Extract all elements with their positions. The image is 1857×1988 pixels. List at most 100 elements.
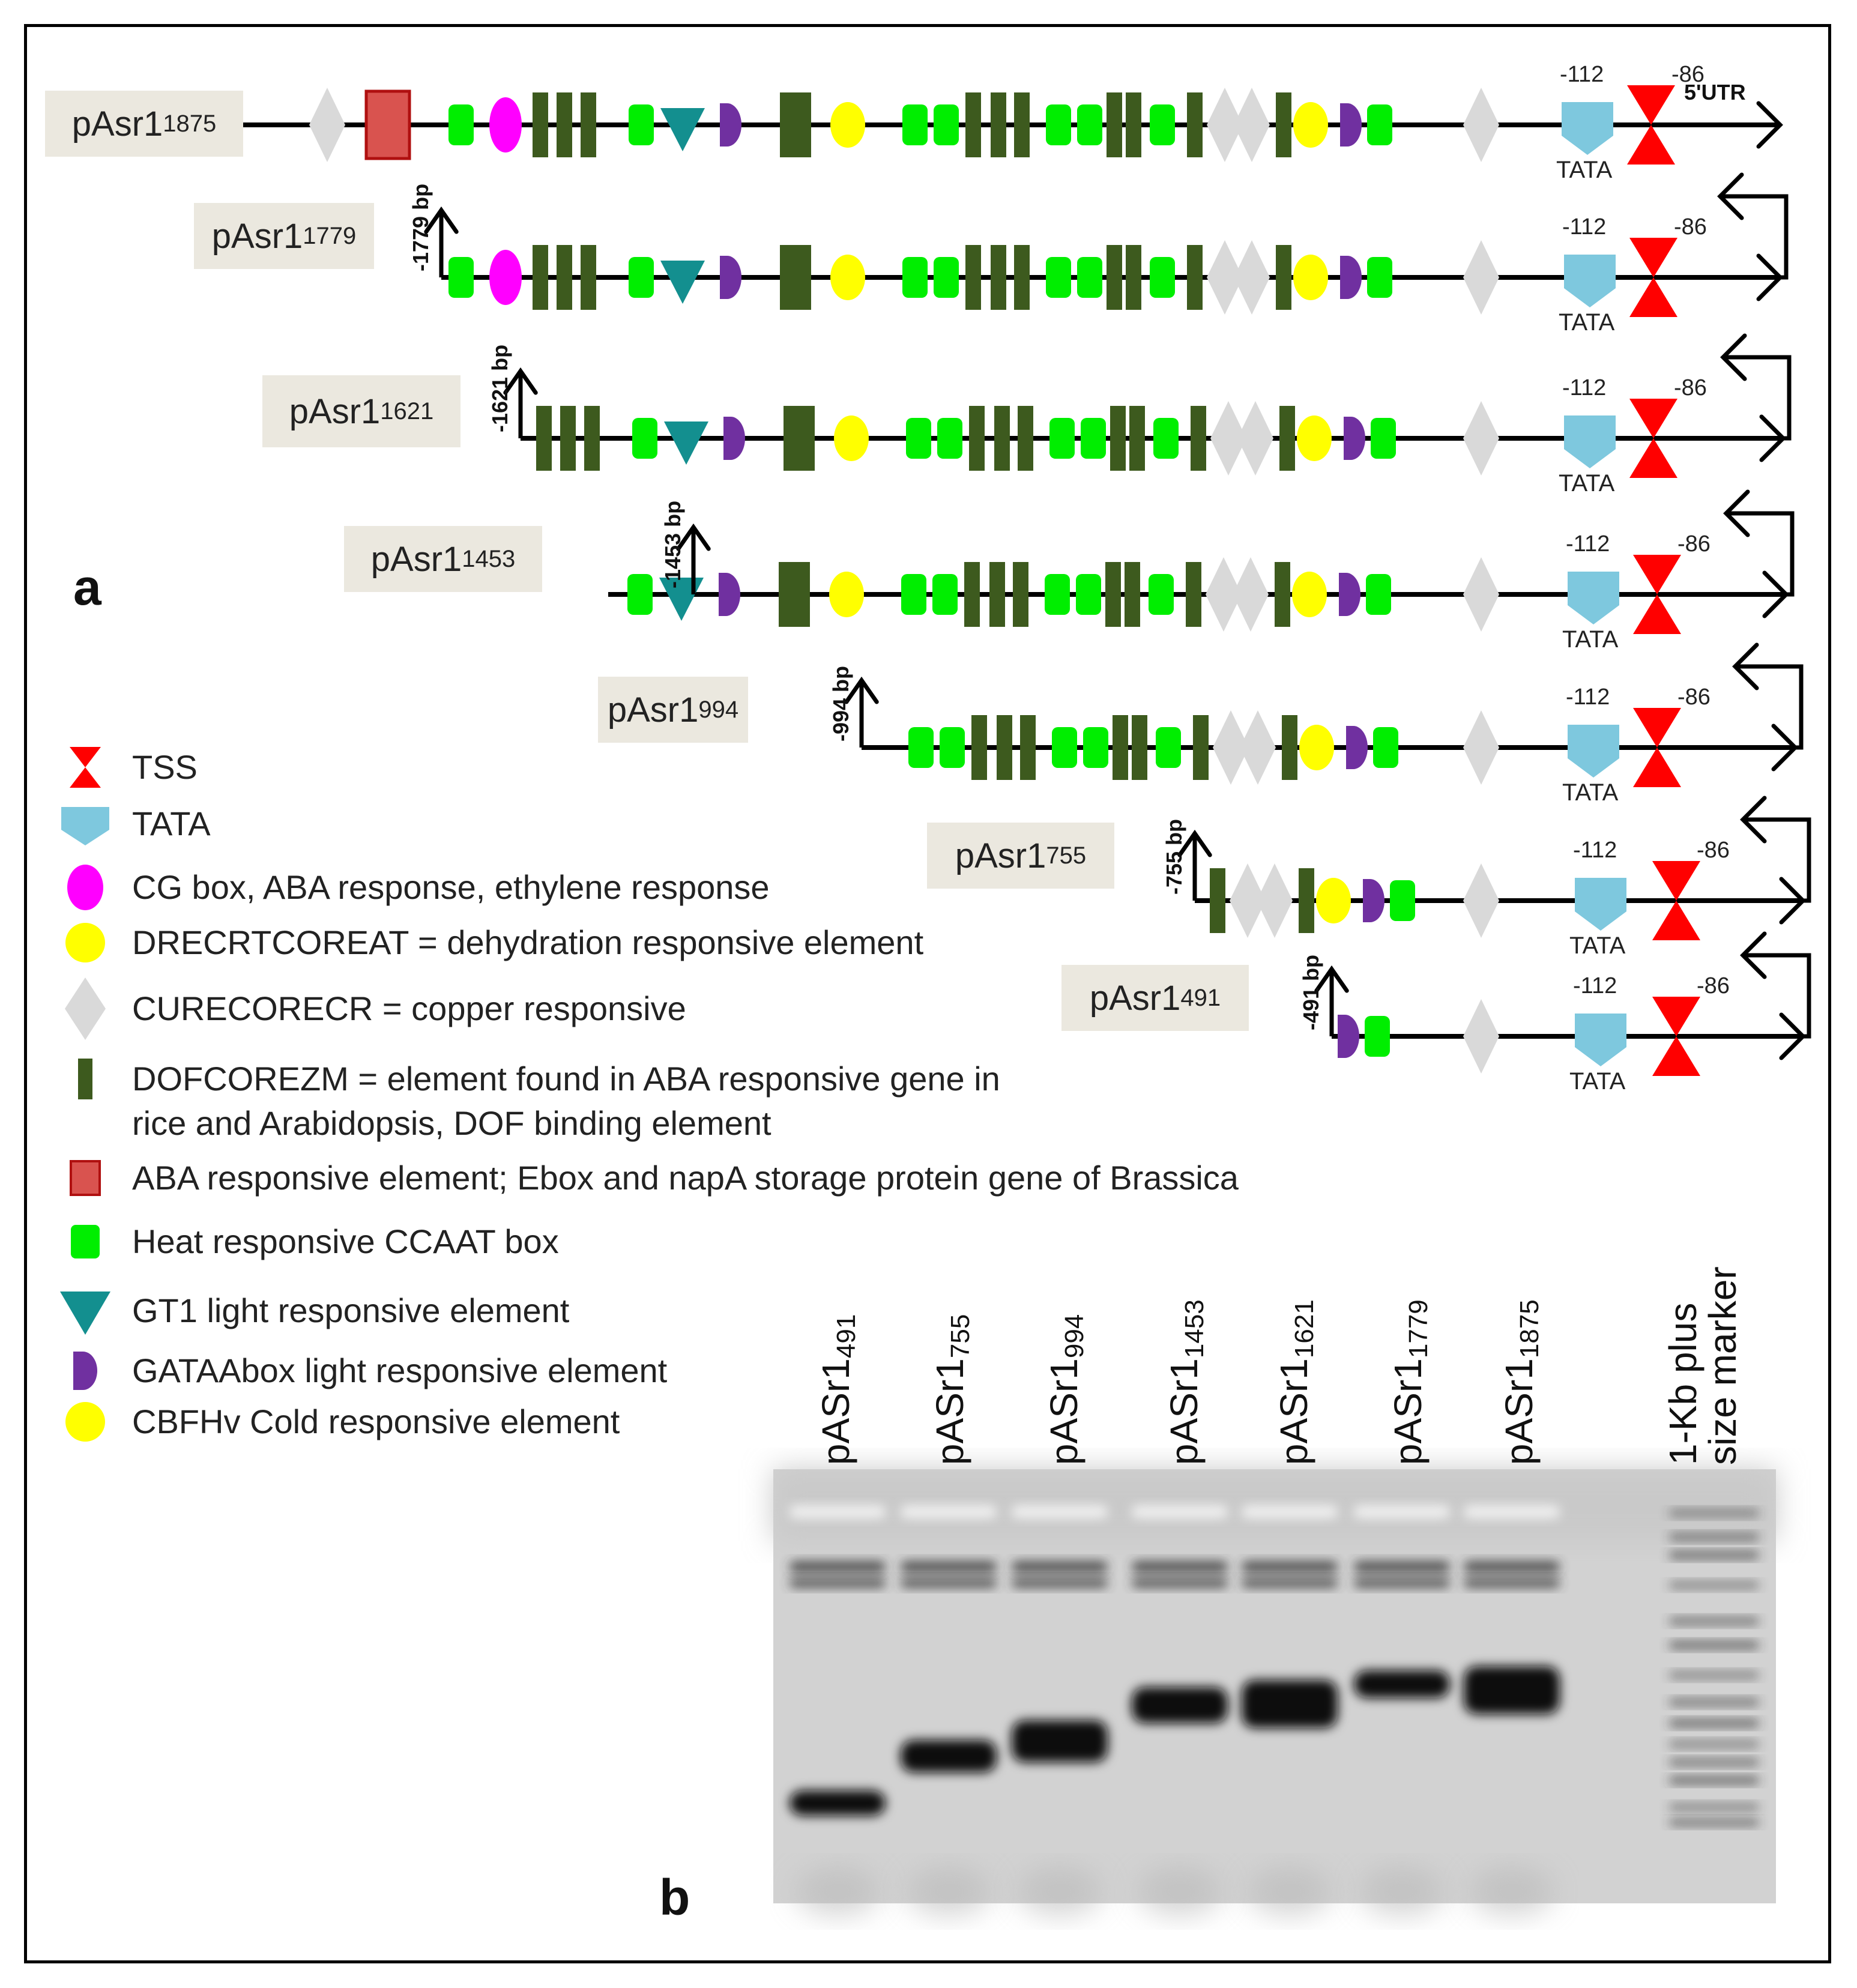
curecorecr-icon [1257,863,1293,938]
marker-label-line2: size marker [1701,1266,1744,1465]
product-band [790,1790,886,1816]
ccaat-box-icon [1076,574,1101,615]
ccaat-box-icon [934,104,959,145]
gataabox-icon [720,256,741,299]
gel-smear [907,1867,991,1915]
tata-icon [1562,102,1613,155]
dofcorezm-icon [991,92,1006,157]
tata-icon [1568,725,1619,778]
curecorecr-icon [1237,401,1273,476]
tata-label: TATA [1562,626,1619,653]
ccaat-box-icon [1156,727,1181,768]
marker-band [1669,1741,1759,1748]
tss-icon [1652,997,1700,1076]
ccaat-box-icon [940,727,965,768]
cut-size-label: -1621 bp [488,345,512,432]
dofcorezm-icon [799,406,815,471]
ccaat-box-icon [1077,104,1102,145]
gel-lane-label: pASr1755 [928,1314,975,1465]
dofcorezm-icon [1014,245,1030,310]
tata-label: TATA [1569,1068,1626,1095]
dofcorezm-icon [1113,715,1128,780]
tata-label: TATA [1562,779,1619,806]
ccaat-box-icon [937,418,962,459]
tata-position-label: -112 [1562,375,1606,400]
construct-size: 1621 [380,397,434,424]
product-band [1132,1687,1228,1723]
tata-icon [1575,1014,1626,1066]
curecorecr-icon [1240,710,1276,785]
dofcorezm-icon [1013,562,1028,627]
ccaat-box-icon [1367,257,1392,298]
ccaat-box-icon [906,418,931,459]
cbfhv-icon [65,1402,105,1442]
well [1132,1505,1228,1518]
construct-name: pAsr1 [1089,978,1181,1018]
curecorecr-icon [1234,240,1270,315]
construct-name: pAsr1 [211,216,303,256]
dofcorezm-icon [584,406,600,471]
product-band [1012,1720,1108,1762]
ccaat-box-icon [71,1225,100,1258]
legend-text: ABA responsive element; Ebox and napA st… [132,1156,1239,1200]
lane-size: 491 [832,1314,861,1359]
lane-name: pASr1 [1042,1358,1086,1465]
dofcorezm-icon [1186,562,1201,627]
drecrt-icon [1292,572,1327,617]
dofcorezm-icon [533,92,548,157]
tss-icon [1633,555,1681,634]
legend-label: CBFHv Cold responsive element [132,1403,620,1440]
construct-name: pAsr1 [370,539,462,579]
tata-position-label: -112 [1573,838,1617,863]
construct-size: 1875 [163,110,217,137]
tss-icon [1633,708,1681,787]
gataabox-icon [73,1352,97,1390]
lane-name: pASr1 [1386,1358,1430,1465]
drecrt-icon [1297,415,1332,461]
gt1-icon [60,1292,110,1335]
dofcorezm-icon [796,92,811,157]
construct-name: pAsr1 [289,391,381,431]
ccaat-box-icon [627,574,653,615]
drecrt-icon [830,102,865,148]
well [1242,1505,1338,1518]
construct-name: pAsr1 [607,690,699,730]
lane-size: 1453 [1180,1299,1209,1359]
legend [60,747,110,1442]
cut-site-arrowhead [503,367,538,395]
dofcorezm-icon [557,92,572,157]
legend-label: CURECORECR = copper responsive [132,989,686,1027]
dofcorezm-icon [1014,92,1030,157]
marker-band [1669,1533,1759,1541]
tss-position-label: -86 [1674,214,1707,240]
ccaat-box-icon [632,418,657,459]
marker-band [1669,1759,1759,1766]
ccaat-box-icon [1150,104,1175,145]
dofcorezm-icon [1191,406,1206,471]
gel-lane-label: pASr11453 [1162,1299,1209,1465]
well [1012,1505,1108,1518]
marker-band [1669,1720,1759,1727]
curecorecr-icon [1213,710,1249,785]
dofcorezm-icon [1132,715,1147,780]
marker-band [1669,1618,1759,1625]
ccaat-box-icon [1083,727,1108,768]
dofcorezm-icon [784,406,799,471]
legend-label: DOFCOREZM = element found in ABA respons… [132,1060,1000,1098]
marker-lane [1669,1509,1759,1826]
dofcorezm-icon [1110,406,1126,471]
upper-band-2 [1132,1578,1228,1588]
tss-icon [1629,399,1677,478]
upper-band [1354,1561,1450,1573]
dofcorezm-icon [1020,715,1036,780]
ccaat-box-icon [1390,880,1415,921]
curecorecr-icon [1463,863,1499,938]
curecorecr-icon [1463,88,1499,162]
panel-a-letter: a [73,559,101,615]
gel-lane [1242,1505,1338,1915]
product-band [1242,1680,1338,1728]
gataabox-icon [1363,879,1384,922]
legend-label: DRECRTCOREAT = dehydration responsive el… [132,923,924,961]
